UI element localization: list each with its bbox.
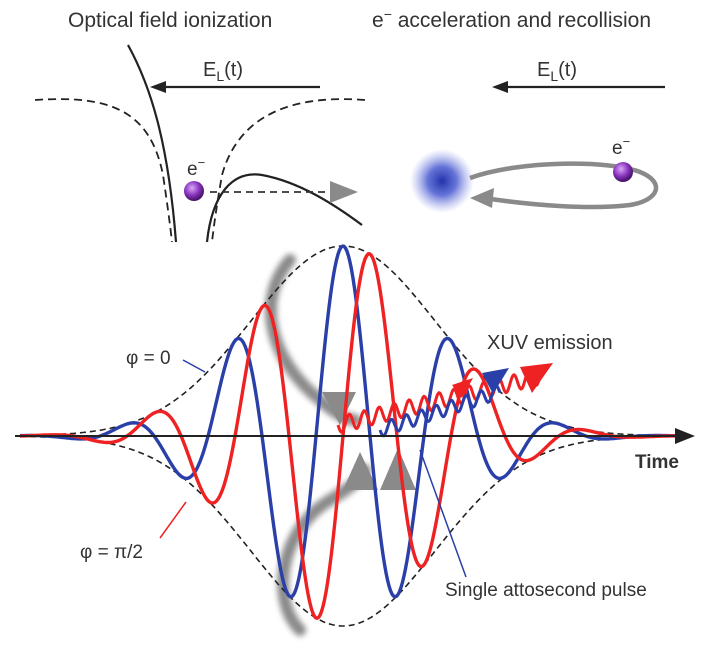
recollision-arrow-icon bbox=[470, 188, 494, 208]
xuv-arrow-red-icon bbox=[452, 378, 473, 398]
electron-trajectory-gray bbox=[264, 254, 371, 636]
attosecond-pulse-label: Single attosecond pulse bbox=[445, 580, 647, 601]
waveform-panel: Time φ = 0 φ = π/2 XUV emission Single a… bbox=[15, 244, 695, 636]
phase-pi-half-pointer bbox=[159, 501, 187, 539]
gray-arrow-up-icon bbox=[343, 452, 378, 490]
coulomb-potential-dashed bbox=[34, 98, 173, 243]
electron-ball-left bbox=[184, 181, 204, 201]
left-panel-title: Optical field ionization bbox=[68, 9, 272, 32]
xuv-emission-blue bbox=[378, 384, 502, 438]
left-field-arrow bbox=[150, 81, 320, 93]
parent-ion bbox=[410, 149, 474, 213]
gray-arrow-up-icon-2 bbox=[380, 448, 416, 490]
phase-zero-pointer bbox=[182, 359, 206, 373]
electron-ball-right bbox=[613, 162, 633, 182]
coulomb-potential-dashed-right bbox=[211, 98, 366, 243]
right-field-arrow bbox=[492, 81, 665, 93]
xuv-arrow-red-large-icon bbox=[520, 363, 553, 393]
tunneling-arrow-icon bbox=[330, 181, 358, 203]
right-panel-title: e− acceleration and recollision bbox=[372, 6, 651, 32]
optical-field-ionization-panel: Optical field ionization EL(t) e− bbox=[34, 9, 366, 243]
attosecond-pointer bbox=[419, 449, 467, 578]
wave-phase-zero bbox=[20, 244, 680, 599]
time-axis-arrow-icon bbox=[675, 428, 695, 444]
envelope-lower bbox=[20, 435, 681, 627]
acceleration-recollision-panel: e− acceleration and recollision EL(t) e− bbox=[372, 6, 665, 213]
xuv-emission-label: XUV emission bbox=[487, 332, 613, 354]
tilted-potential-solid-right bbox=[205, 173, 363, 243]
phase-zero-label: φ = 0 bbox=[126, 348, 171, 369]
xuv-emission-red bbox=[336, 369, 542, 434]
electron-label-left: e− bbox=[187, 155, 205, 180]
wave-phase-pi-half bbox=[19, 251, 680, 621]
time-label: Time bbox=[635, 452, 679, 473]
electron-label-right: e− bbox=[612, 134, 630, 159]
xuv-arrow-blue-icon bbox=[482, 368, 509, 394]
right-field-label: EL(t) bbox=[537, 59, 577, 84]
phase-pi-half-label: φ = π/2 bbox=[80, 542, 143, 563]
left-field-label: EL(t) bbox=[203, 59, 243, 84]
tilted-potential-solid bbox=[127, 44, 178, 243]
recollision-trajectory bbox=[469, 161, 659, 210]
